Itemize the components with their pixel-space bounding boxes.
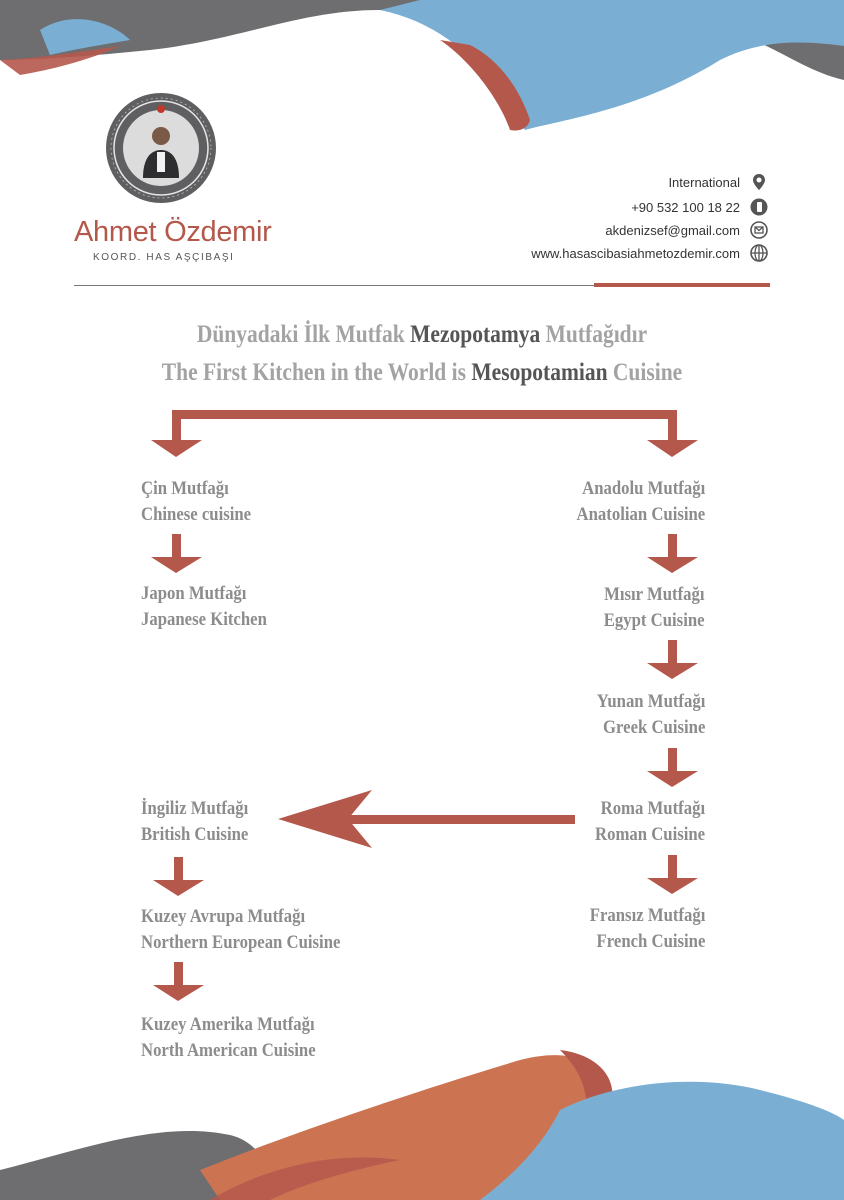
node-roman: Roma Mutfağı Roman Cuisine bbox=[595, 796, 705, 848]
node-french: Fransız Mutfağı French Cuisine bbox=[589, 903, 705, 955]
node-british: İngiliz Mutfağı British Cuisine bbox=[141, 796, 248, 848]
node-north-european-tr: Kuzey Avrupa Mutfağı bbox=[141, 904, 340, 930]
arrow-north-european-to-north-american bbox=[153, 962, 204, 1001]
node-british-en: British Cuisine bbox=[141, 822, 248, 848]
node-north-european-en: Northern European Cuisine bbox=[141, 930, 340, 956]
arrow-chinese-to-japanese bbox=[151, 534, 202, 573]
arrow-egypt-to-greek bbox=[647, 640, 698, 679]
arrow-roman-to-french bbox=[647, 855, 698, 894]
node-anatolian-tr: Anadolu Mutfağı bbox=[576, 476, 705, 502]
arrow-british-to-north-european bbox=[153, 857, 204, 896]
node-roman-en: Roman Cuisine bbox=[595, 822, 705, 848]
node-british-tr: İngiliz Mutfağı bbox=[141, 796, 248, 822]
arrow-to-chinese bbox=[151, 440, 202, 457]
node-north-american-tr: Kuzey Amerika Mutfağı bbox=[141, 1012, 316, 1038]
node-greek-tr: Yunan Mutfağı bbox=[596, 689, 705, 715]
node-egypt: Mısır Mutfağı Egypt Cuisine bbox=[604, 582, 705, 634]
node-chinese-en: Chinese cuisine bbox=[141, 502, 251, 528]
node-roman-tr: Roma Mutfağı bbox=[595, 796, 705, 822]
node-chinese-tr: Çin Mutfağı bbox=[141, 476, 251, 502]
node-north-european: Kuzey Avrupa Mutfağı Northern European C… bbox=[141, 904, 340, 956]
node-chinese: Çin Mutfağı Chinese cuisine bbox=[141, 476, 251, 528]
node-egypt-tr: Mısır Mutfağı bbox=[604, 582, 705, 608]
node-french-en: French Cuisine bbox=[589, 929, 705, 955]
node-japanese: Japon Mutfağı Japanese Kitchen bbox=[141, 581, 267, 633]
node-greek-en: Greek Cuisine bbox=[596, 715, 705, 741]
arrow-roman-to-british bbox=[278, 790, 575, 848]
node-egypt-en: Egypt Cuisine bbox=[604, 608, 705, 634]
arrow-to-anatolian bbox=[647, 440, 698, 457]
node-north-american-en: North American Cuisine bbox=[141, 1038, 316, 1064]
node-japanese-en: Japanese Kitchen bbox=[141, 607, 267, 633]
node-japanese-tr: Japon Mutfağı bbox=[141, 581, 267, 607]
bracket-top-bar bbox=[172, 410, 677, 419]
node-greek: Yunan Mutfağı Greek Cuisine bbox=[596, 689, 705, 741]
node-anatolian: Anadolu Mutfağı Anatolian Cuisine bbox=[576, 476, 705, 528]
node-north-american: Kuzey Amerika Mutfağı North American Cui… bbox=[141, 1012, 316, 1064]
node-anatolian-en: Anatolian Cuisine bbox=[576, 502, 705, 528]
node-french-tr: Fransız Mutfağı bbox=[589, 903, 705, 929]
bracket-right-stem bbox=[668, 410, 677, 442]
arrow-greek-to-roman bbox=[647, 748, 698, 787]
arrow-anatolian-to-egypt bbox=[647, 534, 698, 573]
bracket-left-stem bbox=[172, 410, 181, 442]
